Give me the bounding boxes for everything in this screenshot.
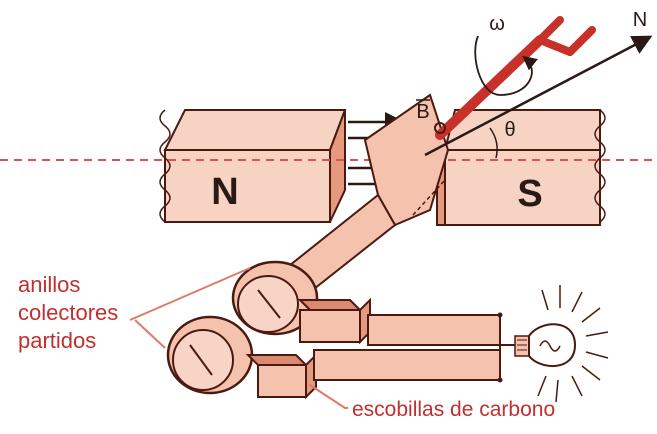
south-magnet: S: [436, 109, 606, 226]
rings-label-line-1: anillos: [18, 272, 80, 297]
angle-arc-icon: [489, 127, 498, 159]
pivot-icon: [434, 122, 446, 134]
callout-lines: [129, 267, 348, 409]
south-pole-label: S: [517, 173, 542, 215]
crank-handle: ω: [434, 13, 596, 140]
carbon-brushes: [245, 297, 503, 400]
slip-rings: [166, 260, 319, 395]
rings-label-line-2: colectores: [18, 300, 118, 325]
normal-vector: N θ: [424, 9, 653, 159]
light-rays-icon: [537, 285, 609, 403]
rotation-arrow-icon: [474, 35, 538, 96]
angular-velocity-label: ω: [489, 13, 505, 35]
light-bulb-icon: [500, 285, 609, 403]
north-magnet: N: [159, 109, 347, 223]
north-pole-label: N: [211, 171, 238, 213]
angle-label: θ: [504, 119, 515, 141]
brushes-label: escobillas de carbono: [352, 398, 555, 421]
rings-caption: anillos colectores partidos: [18, 272, 118, 353]
rings-label-line-3: partidos: [18, 328, 96, 353]
normal-vector-label: N: [633, 9, 647, 31]
rotating-coil: B: [263, 93, 450, 302]
field-label: B: [416, 101, 429, 123]
